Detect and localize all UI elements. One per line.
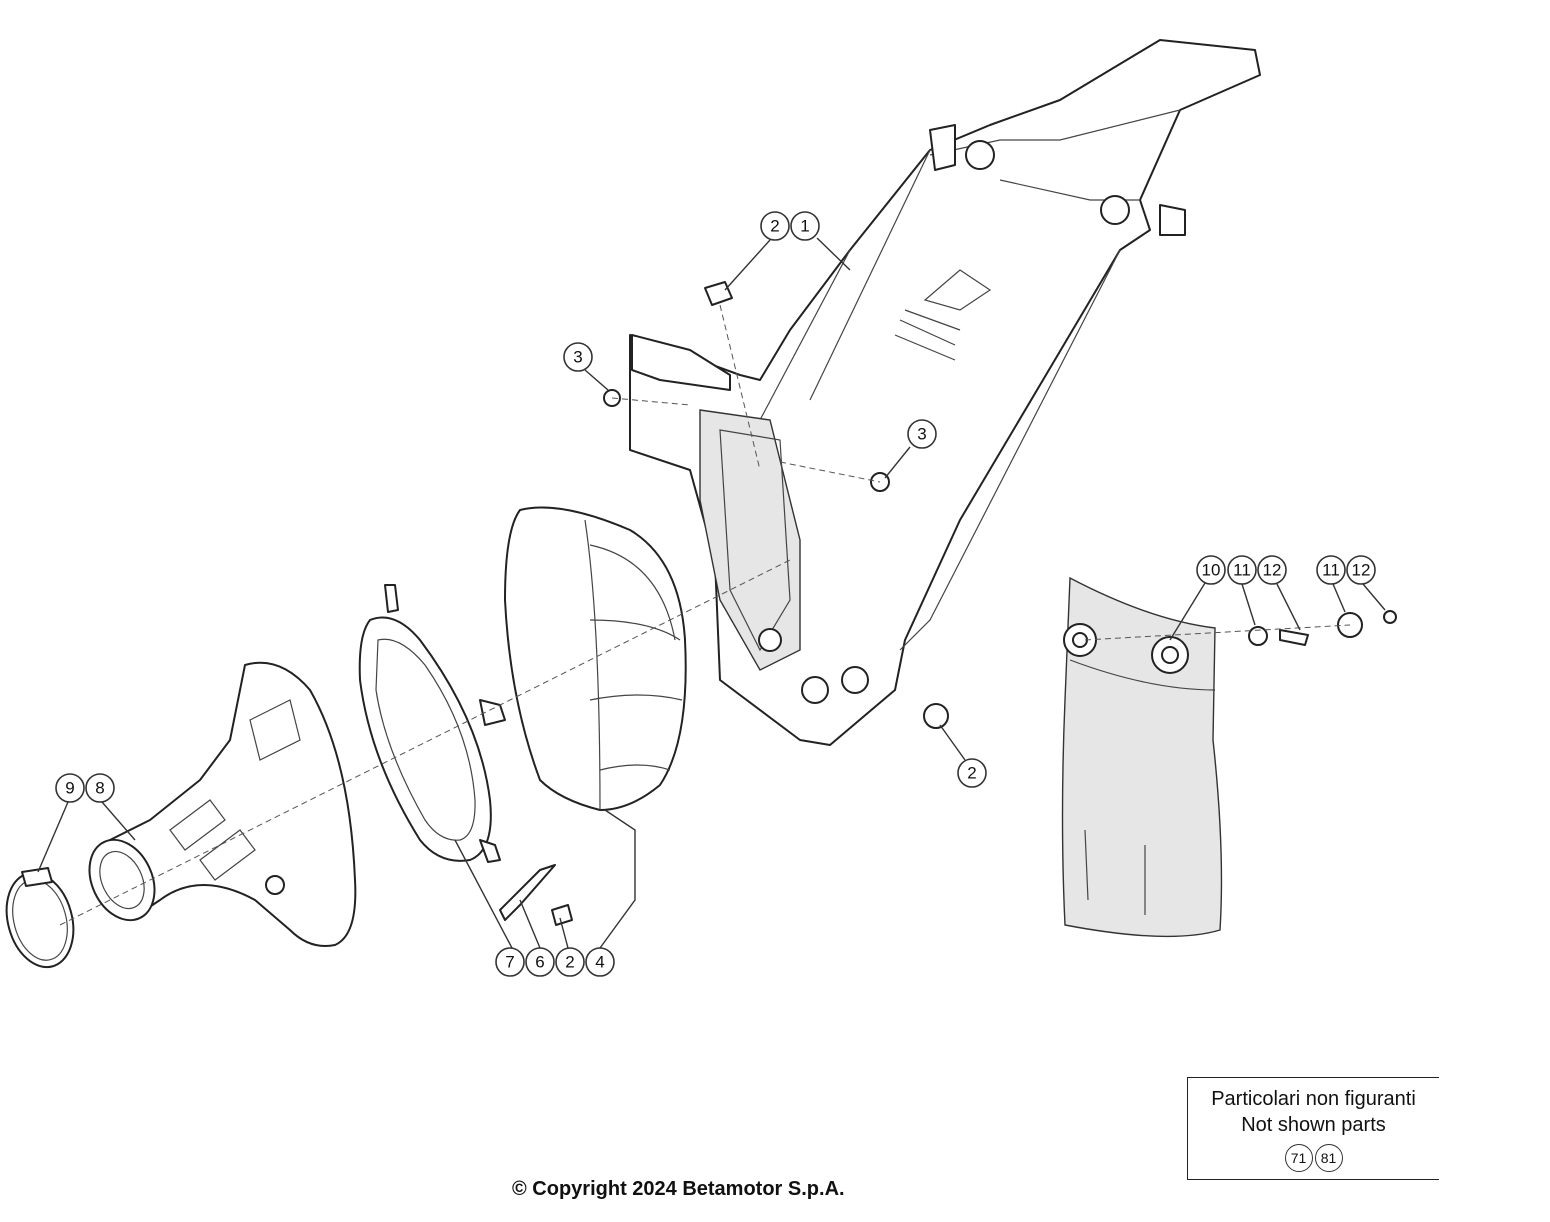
ref-bubble: 81 <box>1314 1144 1343 1172</box>
rubber-grommet-bottom <box>551 904 573 926</box>
callout-3: 3 <box>563 342 593 372</box>
filter-frame <box>358 584 506 863</box>
callout-11: 11 <box>1316 555 1346 585</box>
svg-text:10: 10 <box>1202 561 1221 580</box>
callout-4: 4 <box>585 947 615 977</box>
svg-text:2: 2 <box>565 953 574 972</box>
hose-clamp <box>5 867 75 969</box>
callout-2: 2 <box>760 211 790 241</box>
callout-12: 12 <box>1257 555 1287 585</box>
washer-a <box>1248 626 1268 646</box>
callouts: 2 1 3 3 10 11 12 11 12 2 9 8 7 6 2 4 <box>55 211 1376 977</box>
callout-10: 10 <box>1196 555 1226 585</box>
svg-text:2: 2 <box>770 217 779 236</box>
screw-b <box>1383 610 1397 624</box>
svg-text:11: 11 <box>1322 561 1340 580</box>
svg-text:7: 7 <box>505 953 514 972</box>
svg-text:3: 3 <box>917 425 926 444</box>
svg-text:12: 12 <box>1263 561 1282 580</box>
callout-1: 1 <box>790 211 820 241</box>
callout-8: 8 <box>85 773 115 803</box>
callout-2: 2 <box>957 758 987 788</box>
screw-a <box>1279 629 1309 646</box>
svg-text:3: 3 <box>573 348 582 367</box>
svg-text:2: 2 <box>967 764 976 783</box>
svg-text:11: 11 <box>1233 561 1251 580</box>
air-filter <box>504 506 687 811</box>
assembly-axes <box>59 304 1351 926</box>
hardware <box>499 281 1397 926</box>
leader-lines <box>37 237 1386 949</box>
callout-12: 12 <box>1346 555 1376 585</box>
rubber-grommet-right <box>923 703 949 729</box>
air-deflector <box>1061 576 1223 938</box>
callout-7: 7 <box>495 947 525 977</box>
callout-2: 2 <box>555 947 585 977</box>
ref-bubble: 71 <box>1284 1144 1313 1172</box>
svg-text:6: 6 <box>535 953 544 972</box>
not-shown-parts-box: Particolari non figuranti Not shown part… <box>1187 1077 1439 1180</box>
callout-9: 9 <box>55 773 85 803</box>
callout-6: 6 <box>525 947 555 977</box>
copyright-notice: © Copyright 2024 Betamotor S.p.A. <box>512 1178 845 1200</box>
svg-text:9: 9 <box>65 779 74 798</box>
filter-clip <box>499 864 556 921</box>
callout-3: 3 <box>907 419 937 449</box>
rubber-grommet-top <box>704 281 733 306</box>
not-shown-title-it: Particolari non figuranti <box>1211 1088 1416 1110</box>
svg-text:8: 8 <box>95 779 104 798</box>
air-box-housing <box>629 39 1261 746</box>
svg-text:4: 4 <box>595 953 604 972</box>
not-shown-title-en: Not shown parts <box>1241 1114 1386 1136</box>
svg-text:12: 12 <box>1352 561 1371 580</box>
intake-manifold <box>88 661 357 947</box>
svg-text:1: 1 <box>800 217 809 236</box>
not-shown-refs: 71 81 <box>1188 1144 1439 1172</box>
callout-11: 11 <box>1227 555 1257 585</box>
